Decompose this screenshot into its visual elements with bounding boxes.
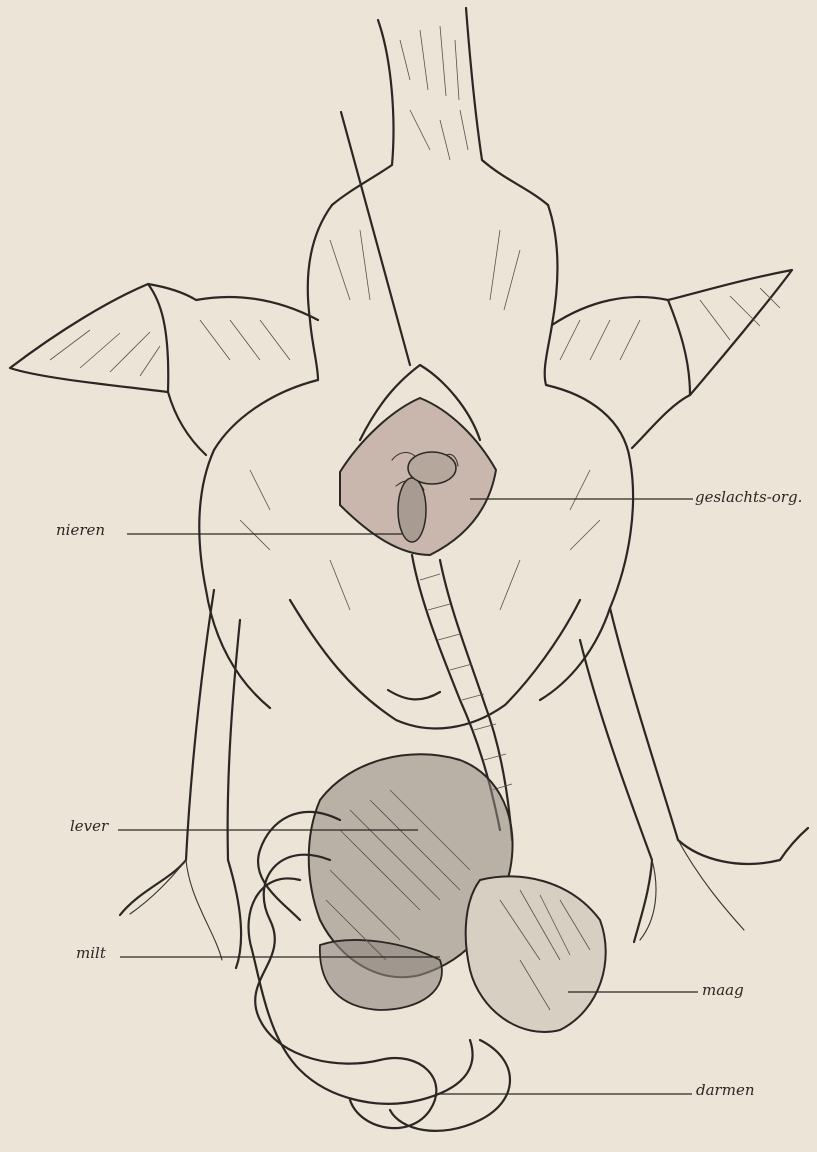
right-leg: [580, 608, 808, 942]
label-nieren: nieren: [56, 521, 105, 539]
viscera: [249, 754, 606, 1131]
label-lever: lever: [70, 817, 108, 835]
label-geslachts-org: geslachts-org.: [695, 488, 802, 506]
label-darmen: darmen: [696, 1081, 754, 1099]
reproductive-organs: [408, 452, 456, 484]
left-wing: [10, 284, 318, 455]
body-cavity: [340, 365, 496, 555]
kidneys: [398, 478, 426, 542]
skewer: [341, 112, 410, 365]
neck: [332, 8, 548, 205]
right-wing: [552, 270, 792, 448]
label-milt: milt: [76, 944, 106, 962]
label-maag: maag: [702, 981, 744, 999]
